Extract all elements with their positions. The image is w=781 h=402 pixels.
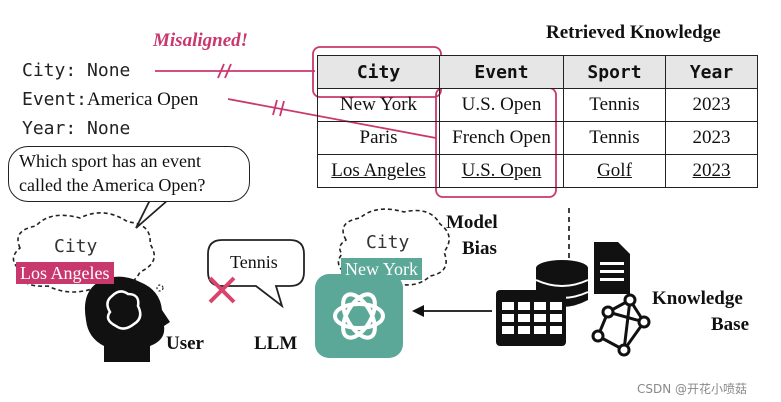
question-line-2: called the America Open? <box>19 175 206 195</box>
wrong-x-icon-b <box>208 276 236 304</box>
slot-year: Year: None <box>22 118 131 139</box>
model-bias-label-line1: Model <box>446 212 498 233</box>
llm-cloud-label: City <box>366 232 410 253</box>
table-header-year: Year <box>665 55 758 89</box>
knowledge-graph-icon <box>591 293 651 357</box>
table-cell: U.S. Open <box>439 88 564 122</box>
retrieved-knowledge-table: City Event Sport Year New York U.S. Open… <box>317 55 758 188</box>
openai-logo-icon <box>333 292 385 340</box>
table-header-event: Event <box>439 55 564 89</box>
watermark: CSDN @开花小喷菇 <box>637 382 748 396</box>
user-question-bubble: Which sport has an event called the Amer… <box>8 146 250 202</box>
table-cell: Tennis <box>563 121 666 155</box>
document-icon <box>594 242 630 294</box>
tennis-speech-bubble <box>207 239 305 309</box>
slot-event-key: Event: <box>22 89 88 110</box>
table-cell: U.S. Open <box>439 154 564 188</box>
table-row: Los Angeles U.S. Open Golf 2023 <box>317 154 758 188</box>
event-break-mark-1 <box>272 99 278 116</box>
city-break-mark-1 <box>217 63 225 79</box>
user-cloud-label: City <box>54 236 98 257</box>
table-header-row: City Event Sport Year <box>317 55 758 89</box>
user-cloud-value: Los Angeles <box>16 262 114 284</box>
table-header-sport: Sport <box>563 55 666 89</box>
table-cell: Paris <box>317 121 440 155</box>
table-cell: Los Angeles <box>317 154 440 188</box>
misaligned-label: Misaligned! <box>153 30 249 51</box>
llm-cloud-value: New York <box>341 258 423 280</box>
table-header-city: City <box>317 55 440 89</box>
table-row: Paris French Open Tennis 2023 <box>317 121 758 155</box>
table-cell: French Open <box>439 121 564 155</box>
table-cell: Golf <box>563 154 666 188</box>
question-line-1: Which sport has an event <box>19 151 201 171</box>
event-break-mark-2 <box>279 100 285 117</box>
llm-label: LLM <box>254 333 298 354</box>
table-cell: 2023 <box>665 121 758 155</box>
knowledge-base-label-line2: Base <box>711 314 749 335</box>
retrieved-knowledge-title: Retrieved Knowledge <box>546 22 721 43</box>
model-bias-label-line2: Bias <box>462 238 497 259</box>
slot-event-value: America Open <box>87 89 199 110</box>
spreadsheet-icon <box>496 290 566 346</box>
table-cell: New York <box>317 88 440 122</box>
table-row: New York U.S. Open Tennis 2023 <box>317 88 758 122</box>
slot-event: Event:America Open <box>22 89 198 111</box>
question-bubble-tail <box>135 199 169 229</box>
user-head-icon <box>84 276 170 362</box>
arrow-head <box>412 305 424 317</box>
knowledge-base-label-line1: Knowledge <box>652 288 743 309</box>
user-label: User <box>166 333 204 354</box>
table-cell: 2023 <box>665 154 758 188</box>
table-cell: 2023 <box>665 88 758 122</box>
llm-logo-tile <box>315 274 403 358</box>
slot-city: City: None <box>22 60 131 81</box>
table-cell: Tennis <box>563 88 666 122</box>
city-break-mark-2 <box>224 63 232 79</box>
llm-answer-text: Tennis <box>230 252 278 272</box>
llm-thought-cloud <box>337 208 450 286</box>
user-cloud-dot <box>156 284 164 292</box>
